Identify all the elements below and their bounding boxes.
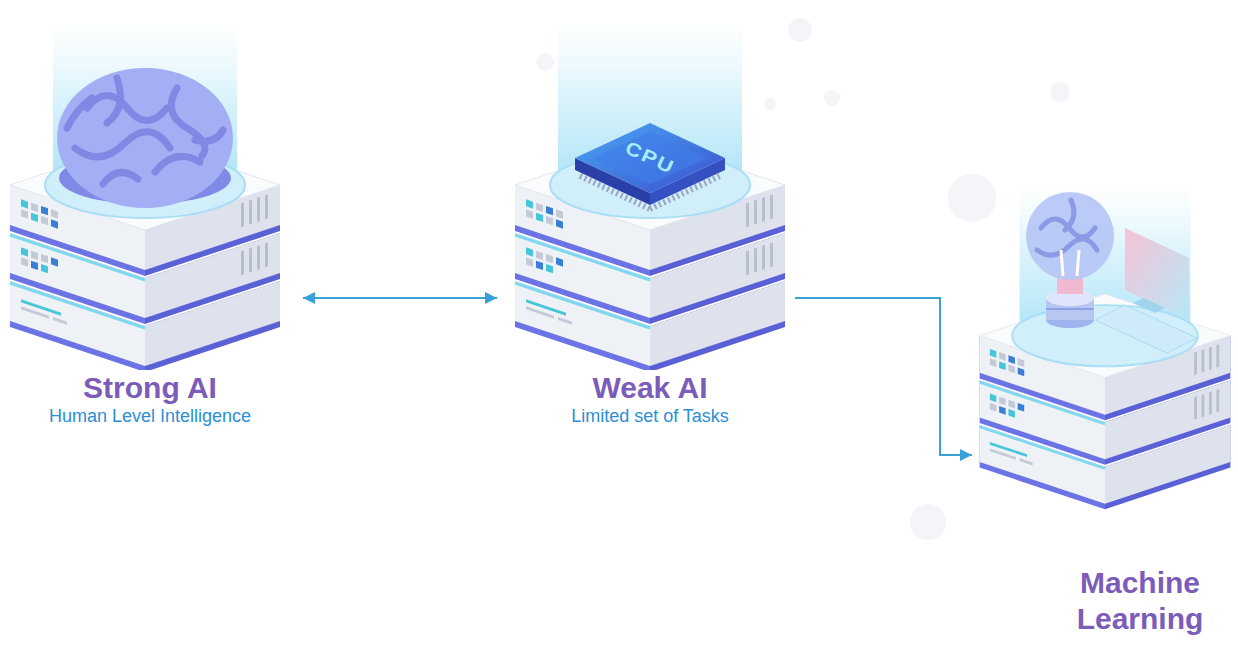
node-caption: Weak AILimited set of Tasks	[505, 370, 795, 428]
server-node: Strong AIHuman Level Intelligence	[5, 20, 295, 432]
connector-arrow	[795, 298, 972, 455]
node-subtitle: Human Level Intelligence	[5, 406, 295, 428]
node-subtitle: Limited set of Tasks	[505, 406, 795, 428]
server-stack	[10, 20, 280, 372]
server-stack	[980, 183, 1231, 510]
server-node: Machine Learning	[975, 170, 1230, 641]
node-title: Strong AI	[5, 370, 295, 406]
server-stack	[515, 20, 785, 372]
chip-label: CPU	[650, 158, 702, 184]
ml-icon	[1026, 192, 1197, 353]
brain-icon	[57, 68, 233, 208]
chip-label-text: CPU	[622, 137, 679, 179]
server-node: Weak AILimited set of Tasks	[505, 20, 795, 432]
connector-arrow	[303, 297, 497, 299]
node-caption: Machine Learning	[1055, 565, 1225, 637]
cpu-chip	[575, 123, 725, 209]
node-title: Weak AI	[505, 370, 795, 406]
node-caption: Strong AIHuman Level Intelligence	[5, 370, 295, 428]
node-title: Machine Learning	[1055, 565, 1225, 637]
